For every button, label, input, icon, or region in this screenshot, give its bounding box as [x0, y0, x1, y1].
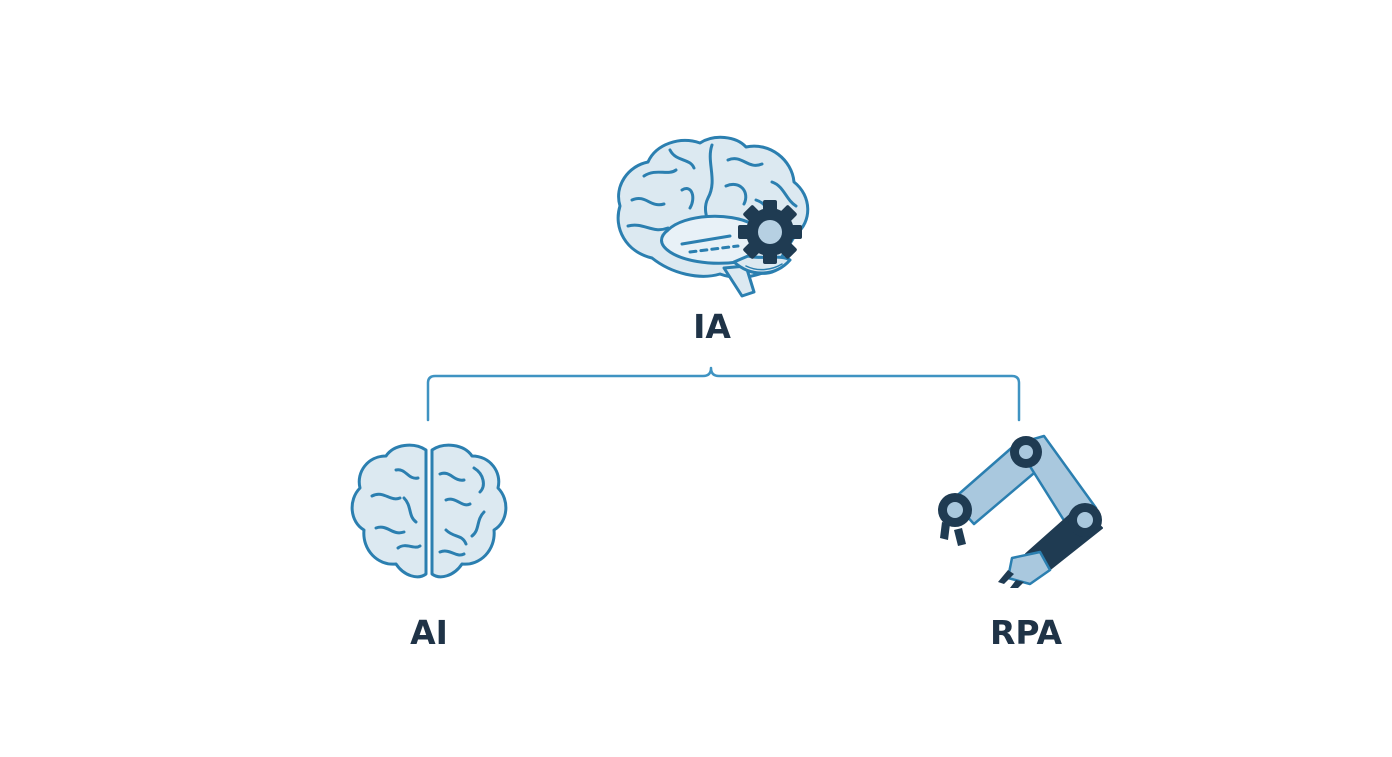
node-label-ia: IA	[693, 307, 731, 346]
gear-icon	[738, 200, 802, 264]
connector-line	[426, 366, 1021, 422]
robotic-arm-icon	[938, 434, 1103, 588]
brain-icon	[350, 443, 508, 579]
node-label-rpa: RPA	[989, 613, 1063, 652]
node-label-ai: AI	[410, 613, 448, 652]
brain-gear-icon	[616, 135, 810, 298]
